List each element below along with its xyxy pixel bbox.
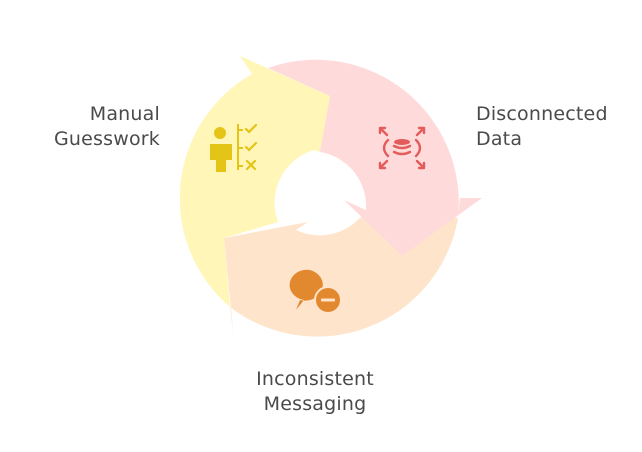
segment-manual-guesswork [179, 56, 330, 307]
person-checklist-icon [210, 123, 258, 172]
database-expand-icon [378, 126, 426, 170]
label-line: Inconsistent [256, 368, 374, 390]
label-line: Guesswork [53, 128, 160, 150]
label-inconsistent-messaging: Inconsistent Messaging [240, 367, 390, 417]
label-line: Data [476, 128, 523, 150]
segment-disconnected-data [268, 59, 482, 256]
label-line: Messaging [263, 393, 367, 415]
label-line: Manual [89, 103, 160, 125]
label-manual-guesswork: Manual Guesswork [50, 102, 160, 152]
chat-minus-icon [289, 269, 342, 314]
label-disconnected-data: Disconnected Data [476, 102, 608, 152]
label-line: Disconnected [476, 103, 608, 125]
